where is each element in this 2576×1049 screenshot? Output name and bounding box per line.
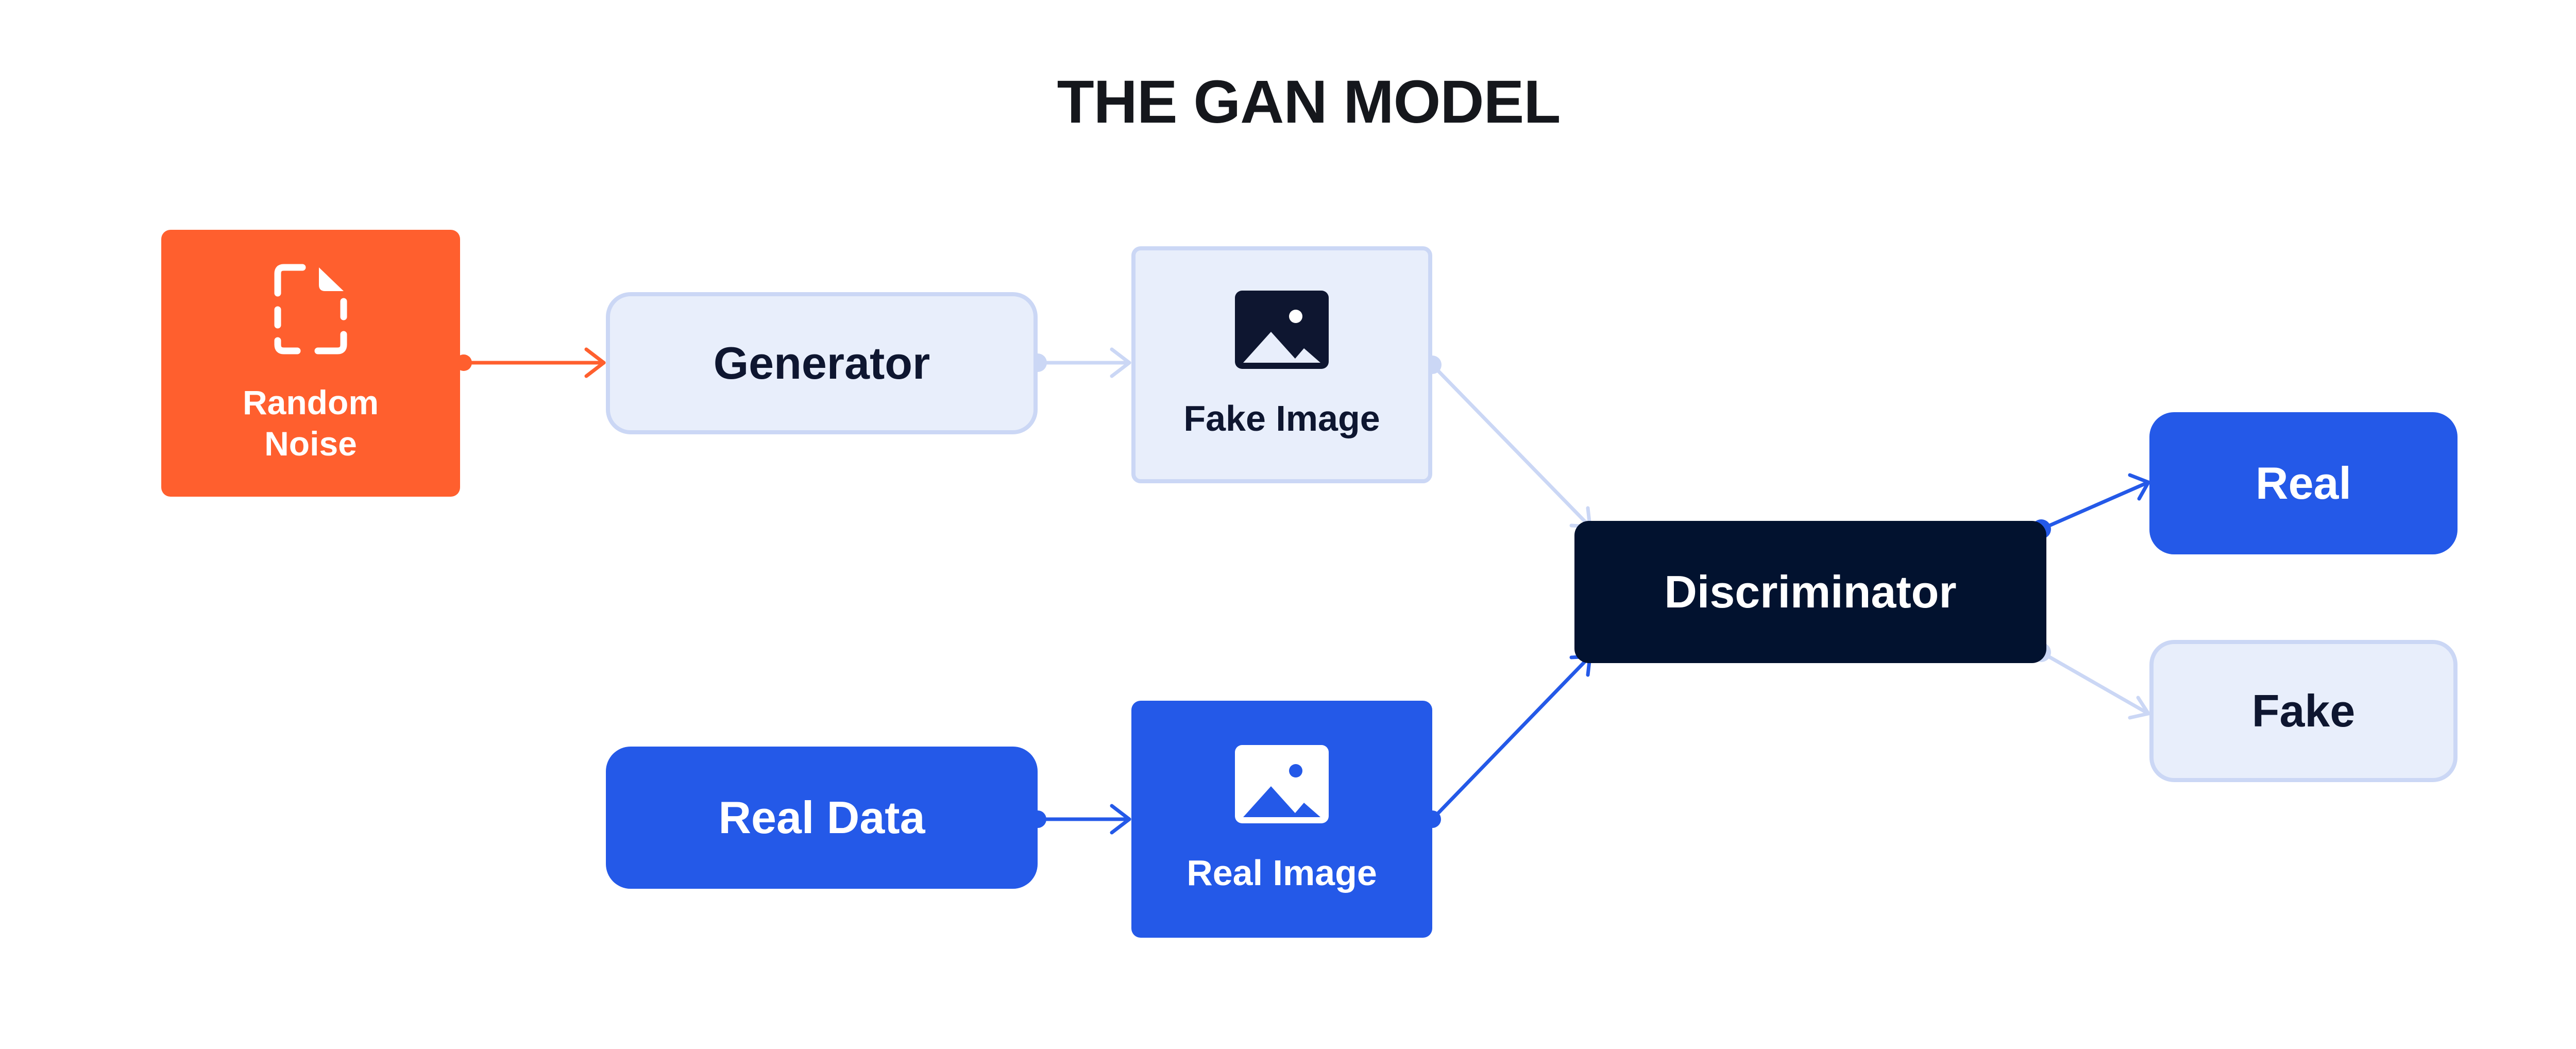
node-random-noise-line2: Noise xyxy=(264,425,357,463)
edge-real-data-to-real-image xyxy=(1036,804,1131,835)
dashed-document-icon xyxy=(274,264,347,354)
edge-generator-to-fake-image xyxy=(1036,347,1131,378)
node-discriminator-label: Discriminator xyxy=(1664,566,1957,617)
edge-real-image-to-discriminator xyxy=(1430,654,1592,821)
node-output-fake-label: Fake xyxy=(2251,685,2355,736)
image-icon xyxy=(1235,291,1329,369)
node-real-data: Real Data xyxy=(606,747,1038,889)
edge-fake-image-to-discriminator xyxy=(1430,363,1592,529)
node-generator-label: Generator xyxy=(713,337,930,388)
image-icon xyxy=(1235,745,1329,823)
node-fake-image-label: Fake Image xyxy=(1183,398,1380,438)
node-real-image: Real Image xyxy=(1131,701,1432,938)
node-random-noise: Random Noise xyxy=(161,230,460,497)
edge-discriminator-to-real xyxy=(2039,473,2150,531)
diagram-title: THE GAN MODEL xyxy=(1057,68,1561,136)
node-fake-image: Fake Image xyxy=(1131,246,1432,483)
edge-discriminator-to-fake xyxy=(2039,650,2150,720)
node-output-real: Real xyxy=(2149,412,2458,554)
edge-noise-to-generator xyxy=(462,347,606,378)
node-random-noise-line1: Random xyxy=(243,383,379,421)
node-real-data-label: Real Data xyxy=(718,792,925,843)
node-discriminator: Discriminator xyxy=(1574,521,2046,663)
node-output-fake: Fake xyxy=(2149,640,2458,782)
node-real-image-label: Real Image xyxy=(1187,853,1377,893)
node-generator: Generator xyxy=(606,292,1038,434)
node-output-real-label: Real xyxy=(2256,458,2351,509)
